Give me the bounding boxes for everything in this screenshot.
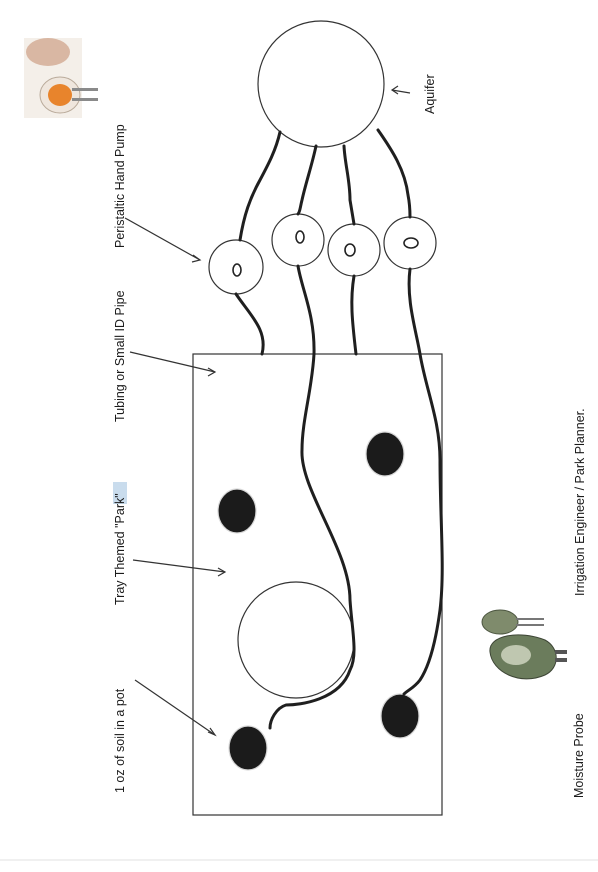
irrigation-engineer-label: Irrigation Engineer / Park Planner. (573, 408, 587, 596)
aquifer-label: Aquifer (423, 74, 437, 114)
soil-arrow (135, 680, 215, 735)
soil-pot-1 (218, 489, 256, 533)
moisture-probe-label: Moisture Probe (572, 713, 586, 798)
pond-circle (238, 582, 354, 698)
soil-pot-2 (366, 432, 404, 476)
tubing-pumps-to-tray (236, 266, 442, 728)
soil-label: 1 oz of soil in a pot (113, 688, 127, 793)
aquifer-circle (258, 21, 384, 147)
pump-arrow (125, 218, 200, 262)
aquifer-arrow (392, 86, 410, 94)
pump-3 (328, 224, 380, 276)
tray-label: Tray Themed "Park" (113, 493, 127, 605)
pump-label: Peristaltic Hand Pump (113, 124, 127, 248)
pump-1 (209, 240, 263, 294)
tubing-arrow (130, 352, 215, 376)
tray-arrow (133, 560, 225, 576)
moisture-probe-device-image (482, 610, 567, 679)
soil-pot-4 (381, 694, 419, 738)
soil-pot-3 (229, 726, 267, 770)
hand-holding-pot-image (24, 38, 98, 118)
pump-2 (272, 214, 324, 266)
tubing-label: Tubing or Small ID Pipe (113, 290, 127, 422)
pump-4 (384, 217, 436, 269)
